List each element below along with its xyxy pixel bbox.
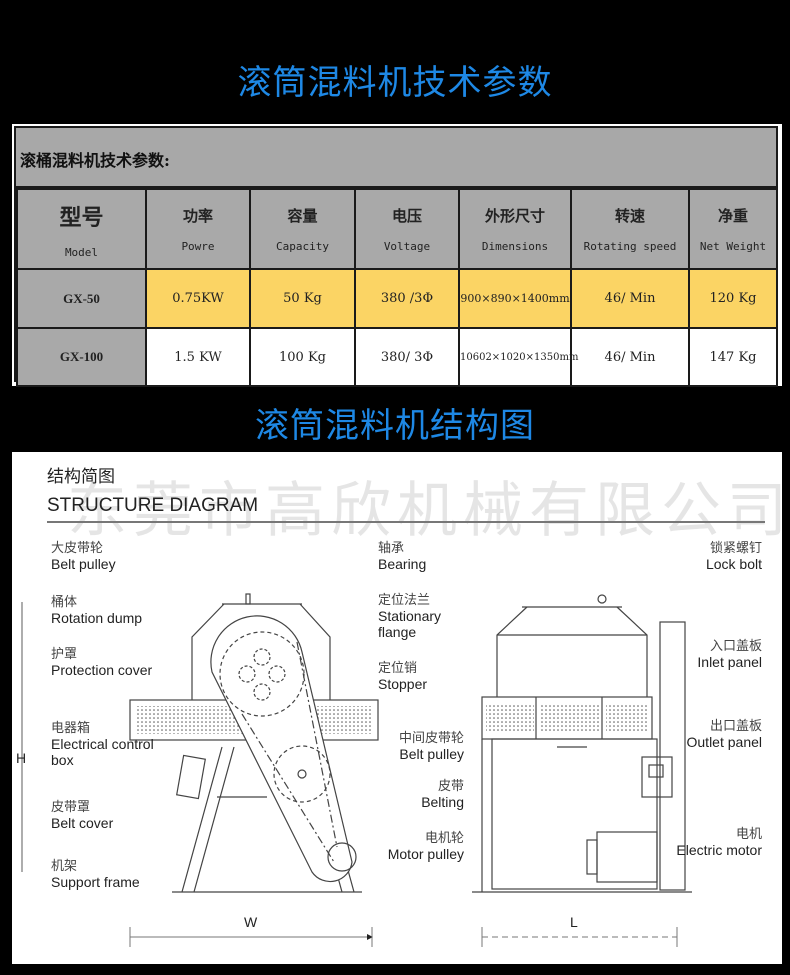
cell-capacity: 100 Kg bbox=[249, 327, 356, 387]
diagram-title-cn: 结构简图 bbox=[47, 467, 115, 487]
structure-heading: 滚筒混料机结构图 bbox=[255, 406, 535, 446]
cell-speed: 46/ Min bbox=[570, 268, 690, 329]
cell-power: 0.75KW bbox=[145, 268, 251, 329]
dim-width: W bbox=[244, 914, 258, 930]
table-row: GX-50 0.75KW 50 Kg 380 /3Φ 900×890×1400m… bbox=[16, 268, 778, 329]
cell-dimensions: 10602×1020×1350mm bbox=[458, 327, 578, 387]
title-underline bbox=[47, 521, 765, 523]
cell-dimensions: 900×890×1400mm bbox=[458, 268, 572, 329]
spec-table-caption: 滚桶混料机技术参数: bbox=[16, 128, 776, 188]
specs-heading: 滚筒混料机技术参数 bbox=[237, 63, 553, 103]
company-watermark: 东莞市高欣机械有限公司 bbox=[67, 476, 790, 546]
cell-power: 1.5 KW bbox=[145, 327, 251, 387]
cell-voltage: 380 /3Φ bbox=[354, 268, 460, 329]
cell-weight: 120 Kg bbox=[688, 268, 778, 329]
cell-speed: 46/ Min bbox=[570, 327, 690, 387]
dim-height: H bbox=[16, 750, 27, 766]
cell-capacity: 50 Kg bbox=[249, 268, 356, 329]
structure-diagram: 东莞市高欣机械有限公司 结构简图 STRUCTURE DIAGRAM bbox=[12, 452, 787, 964]
cell-model: GX-50 bbox=[16, 268, 147, 329]
cell-model: GX-100 bbox=[16, 327, 147, 387]
table-row: GX-100 1.5 KW 100 Kg 380/ 3Φ 10602×1020×… bbox=[16, 327, 778, 387]
dim-length: L bbox=[570, 914, 578, 930]
cell-weight: 147 Kg bbox=[688, 327, 778, 387]
diagram-title-en: STRUCTURE DIAGRAM bbox=[47, 495, 259, 516]
machine-drawing bbox=[21, 593, 692, 947]
cell-voltage: 380/ 3Φ bbox=[354, 327, 460, 387]
